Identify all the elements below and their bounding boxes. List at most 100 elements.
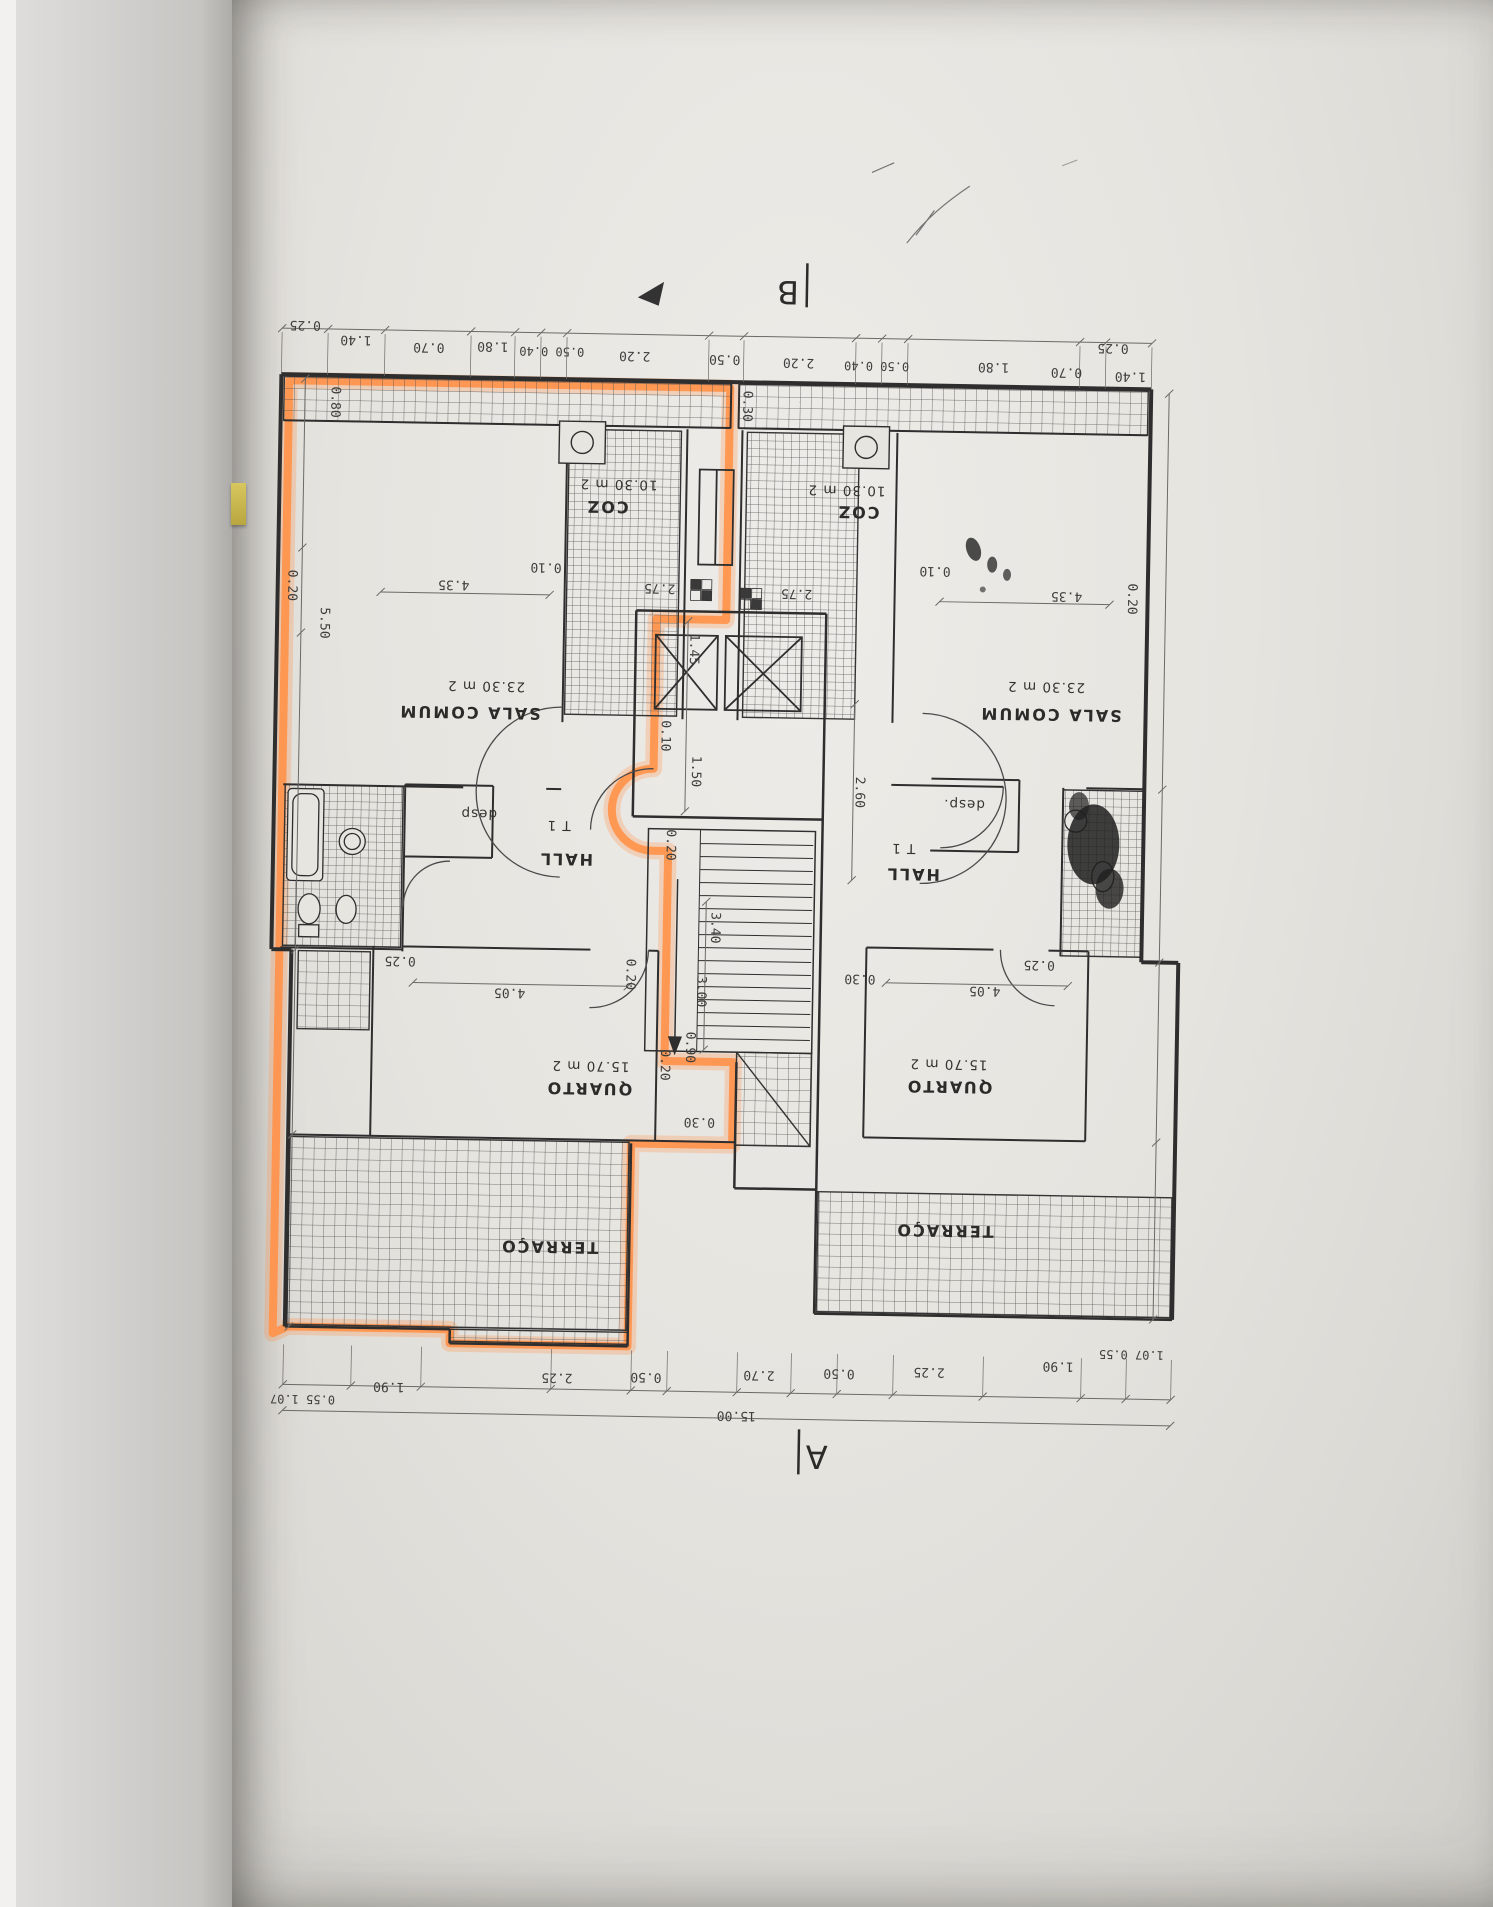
- elevator-left: [653, 633, 719, 711]
- kitchen-left-hatch: [563, 428, 683, 717]
- quarto-right-area: 15.70 m 2: [909, 1055, 987, 1072]
- hall-left-label: HALL: [539, 849, 593, 869]
- dim-label: 0.25: [289, 317, 321, 333]
- dim-label: 5.50: [316, 607, 332, 639]
- unit-left-label: T 1: [546, 817, 571, 833]
- dim-label: 4.35: [438, 576, 470, 592]
- hall-right-label: HALL: [886, 864, 940, 884]
- dim-label: 1.07 0.55: [1099, 1347, 1164, 1362]
- sala-left-label: SALA COMUM: [398, 702, 541, 723]
- stairs: [643, 827, 817, 1056]
- dim-label: 1.90: [373, 1378, 405, 1394]
- dim-label: 2.20: [619, 348, 651, 364]
- dim-label: 0.25: [1097, 340, 1129, 356]
- terrace-left-hatch: [286, 1135, 630, 1332]
- quarto-left-area: 15.70 m 2: [551, 1057, 629, 1074]
- dimension-labels: 0.25 1.40 0.70 1.80 0.50 0.40 2.20 0.50 …: [270, 317, 1164, 1423]
- dim-label: 3.40: [707, 912, 723, 944]
- dim-label: 2.75: [781, 585, 813, 601]
- dim-label: 1.40: [340, 332, 372, 348]
- coz-left-label: COZ: [586, 497, 629, 517]
- dim-label: 0.90: [682, 1032, 698, 1064]
- yellow-page-tab: [231, 483, 246, 525]
- coz-right-label: COZ: [836, 502, 879, 522]
- photo-left-margin: [0, 0, 16, 1907]
- terrace-right-hatch: [815, 1190, 1173, 1319]
- planters: [558, 420, 891, 470]
- dim-label: 2.75: [644, 580, 676, 596]
- sala-right-label: SALA COMUM: [979, 704, 1122, 725]
- book-underpage: [16, 0, 232, 1907]
- quarto-right-label: QUARTO: [906, 1077, 993, 1098]
- dim-label: 0.55 1.07: [270, 1392, 335, 1407]
- dim-label: 4.05: [969, 983, 1001, 999]
- desp-left-label: desp: [460, 805, 497, 822]
- dim-label: 0.50 0.40: [519, 344, 584, 359]
- door-arcs: [402, 706, 1055, 1009]
- dim-label: 0.20: [284, 570, 300, 602]
- dim-label: 0.10: [530, 559, 562, 575]
- dim-label: 0.30: [684, 1114, 716, 1130]
- section-marker-b: B: [777, 273, 800, 311]
- bidet: [335, 894, 357, 925]
- dim-label: 1.45: [686, 634, 702, 666]
- dim-label: 1.40: [1115, 368, 1147, 384]
- toilet: [297, 893, 321, 925]
- smudge-marks: [871, 159, 1124, 909]
- elevator-shafts: [653, 468, 803, 713]
- dim-label: 0.25: [1023, 957, 1055, 973]
- dim-overall-width: 15.00: [717, 1407, 756, 1423]
- dim-label: 4.05: [494, 984, 526, 1000]
- quarto-left-label: QUARTO: [546, 1078, 633, 1099]
- dim-label: 2.70: [743, 1367, 775, 1383]
- dim-label: 0.30: [844, 971, 876, 987]
- dim-label: 2.25: [913, 1364, 945, 1380]
- elevator-right: [723, 635, 803, 713]
- dim-label: 0.20: [1124, 583, 1140, 615]
- sala-left-area: 23.30 m 2: [447, 677, 525, 694]
- dim-label: 1.80: [477, 338, 509, 354]
- paper-page: [232, 0, 1493, 1907]
- dim-label: 0.70: [1051, 364, 1083, 380]
- dim-label: 0.50 0.40: [844, 358, 909, 373]
- sala-right-area: 23.30 m 2: [1007, 678, 1085, 695]
- balcony-right-hatch: [737, 383, 1149, 437]
- coz-right-area: 10.30 m 2: [807, 481, 885, 498]
- dim-label: 0.50: [709, 351, 741, 367]
- kitchen-right-hatch: [741, 431, 861, 720]
- dim-label: 0.20: [662, 829, 678, 861]
- dim-label: 0.30: [739, 391, 755, 423]
- terraco-right-label: TERRAÇO: [895, 1221, 994, 1242]
- room-labels: 23.30 m 2 SALA COMUM 23.30 m 2 SALA COMU…: [398, 475, 1122, 1258]
- balcony-left-hatch: [282, 375, 733, 429]
- terraco-left-label: TERRAÇO: [500, 1237, 599, 1258]
- unit-right-label: T 1: [891, 840, 916, 856]
- dim-label: 1.50: [688, 756, 704, 788]
- dimension-lines: [277, 323, 1176, 1431]
- dim-label: 0.80: [327, 386, 343, 418]
- checker-tiles: [690, 578, 763, 610]
- dim-label: 1.80: [978, 359, 1010, 375]
- dim-label: 0.25: [384, 953, 416, 969]
- dim-label: 2.60: [851, 777, 867, 809]
- dim-label: 0.10: [919, 563, 951, 579]
- bathtub: [285, 787, 325, 882]
- desp-right-label: desp.: [943, 796, 985, 813]
- dim-label: 0.50: [630, 1369, 662, 1385]
- dim-label: 0.70: [413, 339, 445, 355]
- dim-label: 4.35: [1051, 588, 1083, 604]
- north-arrow-icon: [637, 281, 665, 306]
- stair-direction-arrow: [667, 1036, 682, 1056]
- dim-label: 1.90: [1042, 1358, 1074, 1374]
- coz-left-area: 10.30 m 2: [579, 475, 657, 492]
- section-markers: B A: [637, 263, 828, 1476]
- floor-plan: B A 23.30 m 2 SALA COMUM 23.30 m 2 SALA …: [264, 159, 1181, 1476]
- dim-label: 0.20: [657, 1049, 673, 1081]
- dim-label: 0.10: [657, 720, 673, 752]
- section-marker-a: A: [805, 1437, 828, 1475]
- terrace-left-step-hatch: [448, 1328, 629, 1346]
- sink: [338, 827, 366, 856]
- dim-label: 2.20: [783, 354, 815, 370]
- left-strip-hatch: [296, 949, 372, 1031]
